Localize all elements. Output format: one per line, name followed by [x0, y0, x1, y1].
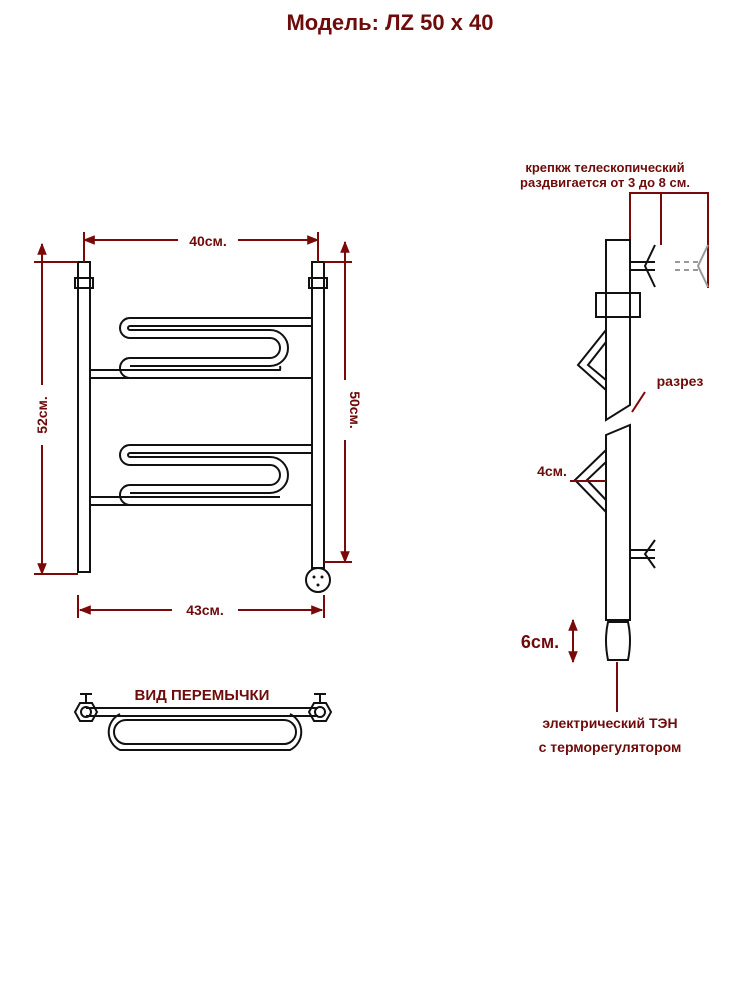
heater-plug-icon [305, 567, 331, 593]
serpentine-upper [90, 317, 312, 379]
heater-label-1: электрический ТЭН [542, 715, 677, 731]
dim-top-width: 40см. [189, 233, 227, 249]
front-view: 40см. 52см. 50см. 43см. [32, 230, 363, 620]
mount-label-2: раздвигается от 3 до 8 см. [520, 175, 690, 190]
side-view: крепкж телескопический раздвигается от 3… [520, 160, 709, 755]
hex-nut-left-icon [73, 702, 99, 722]
left-pole [77, 261, 91, 573]
model-title: Модель: ЛZ 50 x 40 [286, 10, 493, 35]
cut-label: разрез [657, 373, 704, 389]
pole-upper [605, 239, 631, 422]
serpentine-lower [90, 444, 312, 506]
mount-label-1: крепкж телескопический [525, 160, 684, 175]
dim-right-height: 50см. [347, 391, 363, 429]
jumper-view: ВИД ПЕРЕМЫЧКИ [73, 687, 333, 751]
right-cap [308, 277, 328, 289]
dim-heater: 6см. [521, 632, 559, 652]
dim-bottom-width: 43см. [186, 602, 224, 618]
pole-lower [605, 423, 631, 621]
dim-offset: 4см. [537, 463, 567, 479]
jumper-view-label: ВИД ПЕРЕМЫЧКИ [135, 687, 270, 704]
heater-body [605, 621, 631, 661]
right-pole [311, 261, 325, 569]
dim-left-height: 52см. [34, 396, 50, 434]
hex-nut-right-icon [307, 702, 333, 722]
heater-label-2: с терморегулятором [539, 739, 682, 755]
left-cap [74, 277, 94, 289]
